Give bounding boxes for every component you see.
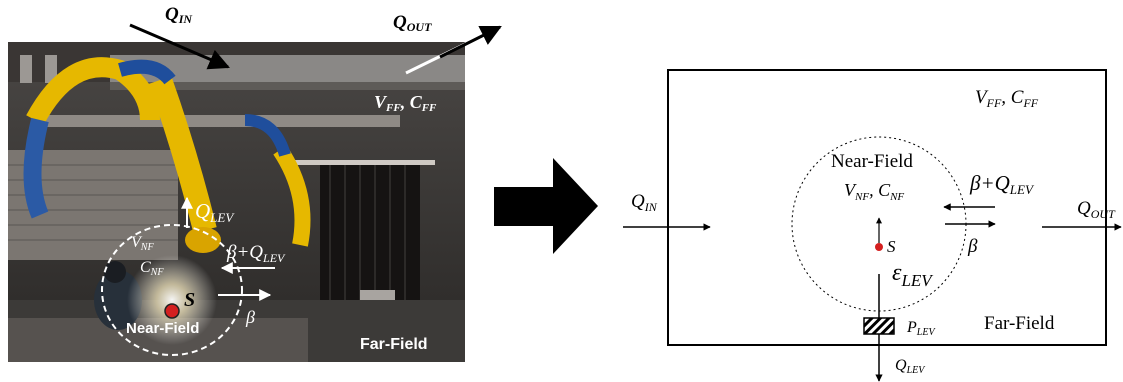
photo-near-field-boundary bbox=[101, 224, 243, 356]
source-dot bbox=[875, 243, 883, 251]
photo-q-in-arrow bbox=[129, 23, 230, 70]
photo-far-field-vars: VFF, CFF bbox=[374, 92, 437, 114]
q-in-label: QIN bbox=[631, 191, 658, 214]
photo-far-field-label: Far-Field bbox=[360, 336, 428, 353]
near-field-vars: VNF, CNF bbox=[844, 180, 904, 203]
epsilon-lev-label: εLEV bbox=[892, 260, 934, 290]
photo-near-field-label: Near-Field bbox=[126, 320, 199, 337]
source-label: S bbox=[887, 237, 896, 256]
beta-plus-q-lev-label: β+QLEV bbox=[969, 171, 1035, 197]
far-field-vars: VFF, CFF bbox=[975, 87, 1039, 110]
photo-source-label: S bbox=[184, 289, 195, 311]
q-lev-label: QLEV bbox=[895, 357, 926, 376]
photo-q-in-label: QIN bbox=[165, 4, 193, 26]
photo-q-out-arrow-tip bbox=[439, 25, 502, 59]
photo-beta-plus-q-lev-label: β+QLEV bbox=[226, 242, 286, 265]
q-out-label: QOUT bbox=[1077, 198, 1116, 221]
near-field-label: Near-Field bbox=[831, 151, 913, 172]
p-lev-label: PLEV bbox=[906, 319, 936, 338]
photo-near-field-vars-c: CNF bbox=[140, 259, 164, 278]
transition-arrow bbox=[494, 158, 598, 254]
photo-q-lev-label: QLEV bbox=[195, 199, 235, 225]
far-field-box bbox=[667, 69, 1107, 346]
photo-beta-label: β bbox=[245, 307, 255, 327]
far-field-label: Far-Field bbox=[984, 313, 1055, 334]
workshop-photo bbox=[8, 42, 465, 362]
beta-label: β bbox=[967, 236, 978, 257]
lev-hood bbox=[863, 317, 895, 335]
photo-source-dot bbox=[164, 303, 180, 319]
photo-q-out-label: QOUT bbox=[393, 12, 432, 34]
photo-near-field-vars-v: VNF bbox=[131, 234, 154, 253]
